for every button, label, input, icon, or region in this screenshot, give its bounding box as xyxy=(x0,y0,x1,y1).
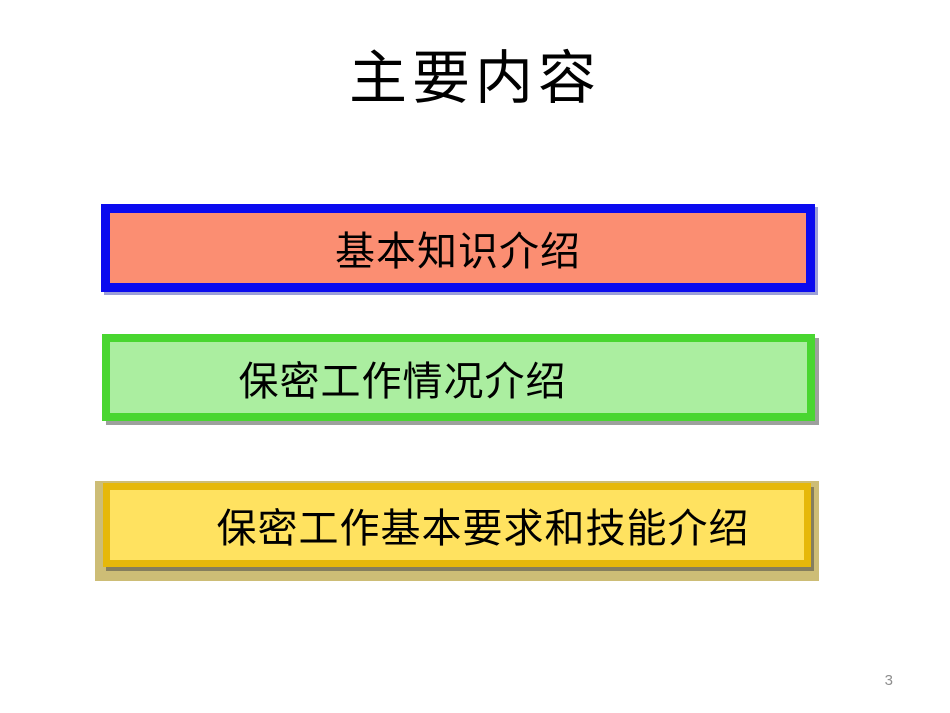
content-box-work-situation: 保密工作情况介绍 xyxy=(102,334,815,421)
content-box-requirements-skills: 保密工作基本要求和技能介绍 xyxy=(103,483,811,567)
content-box-label: 基本知识介绍 xyxy=(335,229,581,274)
page-number: 3 xyxy=(884,672,893,689)
content-box-label: 保密工作基本要求和技能介绍 xyxy=(216,506,750,551)
content-box-label: 保密工作情况介绍 xyxy=(238,358,567,404)
content-box-basic-knowledge: 基本知识介绍 xyxy=(101,204,815,292)
slide-title: 主要内容 xyxy=(348,46,601,111)
